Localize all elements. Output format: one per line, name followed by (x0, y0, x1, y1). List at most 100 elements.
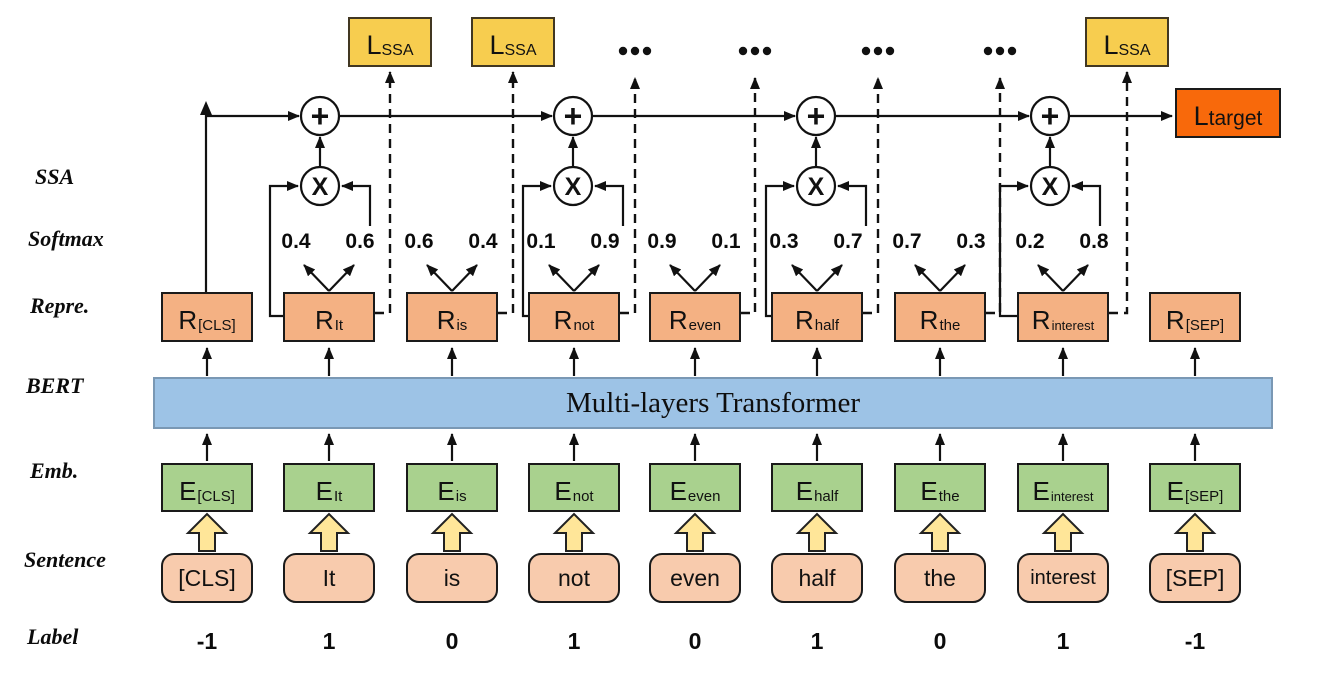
repre-sub: interest (1051, 318, 1095, 333)
sentence-token: [CLS] (178, 564, 236, 591)
emb-main: E (437, 476, 455, 506)
spread-arrow (669, 264, 696, 292)
ellipsis-icon (861, 46, 895, 56)
up-block-arrow-icon (307, 512, 351, 552)
softmax-value-right: 0.7 (833, 230, 863, 253)
times-glyph: X (565, 173, 582, 201)
row-label-sentence: Sentence (24, 547, 106, 572)
sentence-token-box: is (406, 553, 498, 603)
spread-arrow (939, 264, 966, 292)
emb-main: E (920, 476, 938, 506)
repre-sub: It (334, 317, 344, 334)
sentence-token-box: interest (1017, 553, 1109, 603)
emb-sub: even (687, 488, 721, 505)
attention-gate-half: + X (764, 95, 868, 318)
softmax-value-left: 0.6 (404, 230, 434, 253)
spread-arrow (451, 264, 478, 292)
softmax-value-right: 0.4 (468, 230, 498, 253)
repre-sub: [CLS] (198, 317, 236, 334)
sentence-token: [SEP] (1165, 564, 1225, 591)
emb-main: E (554, 476, 572, 506)
spread-arrow (328, 264, 355, 292)
token-block-arrows (185, 512, 1217, 552)
dashed-connector (863, 77, 883, 315)
spread-arrow (816, 264, 843, 292)
softmax-value-left: 0.3 (769, 230, 799, 253)
label-value: 0 (445, 628, 459, 654)
dashed-connector (741, 77, 760, 315)
repre-sub: the (939, 317, 961, 334)
spread-arrow (548, 264, 575, 292)
plus-node-icon (795, 95, 837, 137)
spread-arrow (1037, 264, 1064, 292)
plus-node-icon (1029, 95, 1071, 137)
emb-main: E (669, 476, 687, 506)
gate-left-input-line (521, 181, 552, 318)
repre-main: R (436, 305, 456, 335)
sentence-token-box: [SEP] (1149, 553, 1241, 603)
sentence-token: the (924, 564, 956, 591)
softmax-value-right: 0.9 (590, 230, 620, 253)
plus-node-icon (299, 95, 341, 137)
up-block-arrow-icon (795, 512, 839, 552)
spread-arrow (694, 264, 721, 292)
gate-right-input-line (341, 181, 372, 226)
residual-flow-lines (200, 101, 1173, 292)
spread-arrow (303, 264, 330, 292)
row-label-emb: Emb. (30, 458, 79, 483)
softmax-value-left: 0.2 (1015, 230, 1045, 253)
times-node-icon (795, 165, 837, 207)
emb-sub: It (334, 488, 343, 505)
attention-gate-it: + X (268, 95, 372, 318)
up-block-arrow-icon (1173, 512, 1217, 552)
sentence-token-box: half (771, 553, 863, 603)
emb-sub: not (572, 488, 594, 505)
up-block-arrow-icon (185, 512, 229, 552)
up-block-arrow-icon (673, 512, 717, 552)
sentence-token: interest (1030, 567, 1096, 589)
dashed-connector (498, 71, 518, 315)
attention-gate-not: + X (521, 95, 625, 318)
repre-sub: half (814, 317, 839, 334)
softmax-spread-arrows (303, 264, 1089, 292)
row-label-label: Label (27, 624, 79, 649)
times-glyph: X (312, 173, 329, 201)
label-value: 1 (322, 628, 336, 654)
loss-ssa-main: L (489, 30, 505, 60)
sentence-token: half (798, 564, 836, 591)
repre-sub: is (456, 317, 468, 334)
repre-sub: [SEP] (1185, 317, 1225, 334)
bert-to-repre-arrows (202, 347, 1200, 376)
plus-glyph: + (1041, 98, 1060, 134)
sentence-token: It (322, 564, 336, 591)
times-glyph: X (1042, 173, 1059, 201)
dashed-connector (375, 71, 395, 315)
up-block-arrow-icon (430, 512, 474, 552)
row-label-ssa: SSA (35, 164, 75, 189)
emb-main: E (1032, 476, 1050, 506)
label-value: 1 (567, 628, 581, 654)
label-value: 1 (810, 628, 824, 654)
loss-ssa-main: L (366, 30, 382, 60)
ellipsis-icon (983, 46, 1017, 56)
sentence-token: even (670, 564, 720, 591)
emb-sub: [CLS] (197, 488, 235, 505)
repre-main: R (919, 305, 939, 335)
softmax-value-right: 0.1 (711, 230, 741, 253)
times-glyph: X (808, 173, 825, 201)
row-label-softmax: Softmax (28, 226, 104, 251)
label-value: -1 (1184, 628, 1206, 654)
repre-box: R[SEP] (1149, 292, 1241, 342)
softmax-value-right: 0.8 (1079, 230, 1109, 253)
